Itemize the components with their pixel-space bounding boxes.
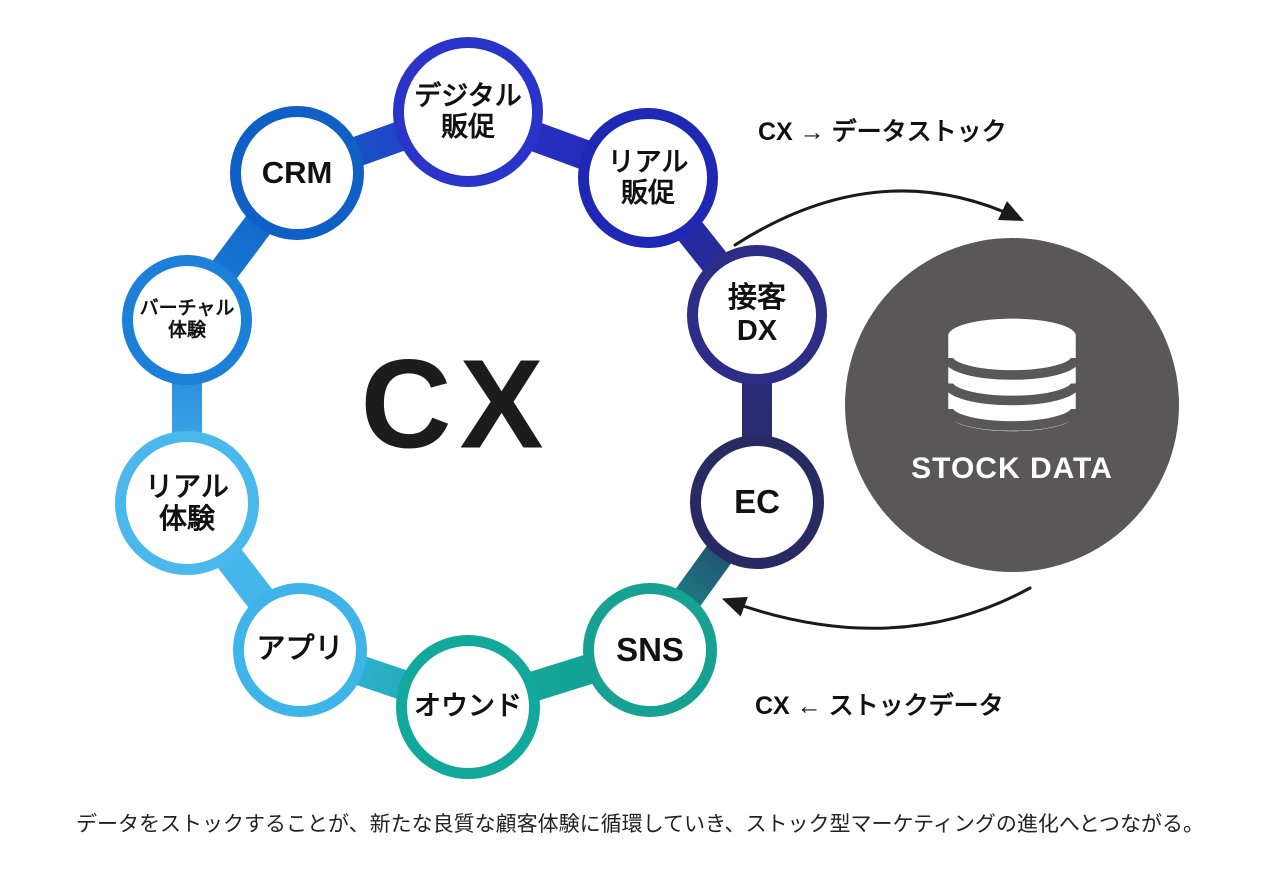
ring-node-ec: EC — [690, 435, 824, 569]
ring-node-label: バーチャル 体験 — [139, 298, 235, 341]
ring-node-owned-media: オウンド — [396, 635, 540, 779]
ring-node-app: アプリ — [233, 583, 367, 717]
ring-node-customer-service-dx: 接客 DX — [687, 245, 827, 385]
center-cx-label: CX — [360, 333, 552, 475]
ring-node-label: デジタル 販促 — [414, 80, 522, 142]
caption-text: データをストックすることが、新たな良質な顧客体験に循環していき、ストック型マーケ… — [76, 813, 1204, 836]
ring-node-label: CRM — [261, 155, 333, 191]
ring-node-label: EC — [734, 483, 780, 521]
database-icon — [944, 318, 1080, 432]
ring-node-real-promo: リアル 販促 — [578, 108, 718, 248]
ring-node-sns: SNS — [583, 583, 717, 717]
arrow-label-stock-to-cx: CX ← ストックデータ — [755, 692, 1004, 720]
ring-node-label: アプリ — [256, 633, 344, 666]
stock-data-circle: STOCK DATA — [845, 238, 1179, 572]
ring-node-real-experience: リアル 体験 — [115, 431, 259, 575]
ring-node-label: SNS — [616, 631, 684, 669]
arrow-label-cx-to-stock: CX → データストック — [758, 118, 1007, 146]
ring-node-virtual-experience: バーチャル 体験 — [122, 255, 252, 385]
ring-node-label: 接客 DX — [727, 281, 786, 347]
ring-node-label: オウンド — [414, 691, 522, 722]
arrow-stock-to-cx — [721, 586, 1032, 630]
arrow-cx-to-stock — [733, 189, 1025, 247]
ring-node-label: リアル 体験 — [145, 470, 229, 534]
ring-node-crm: CRM — [230, 106, 364, 240]
stock-data-label: STOCK DATA — [911, 452, 1113, 485]
ring-node-label: リアル 販促 — [607, 146, 689, 208]
ring-node-digital-promo: デジタル 販促 — [393, 37, 543, 187]
